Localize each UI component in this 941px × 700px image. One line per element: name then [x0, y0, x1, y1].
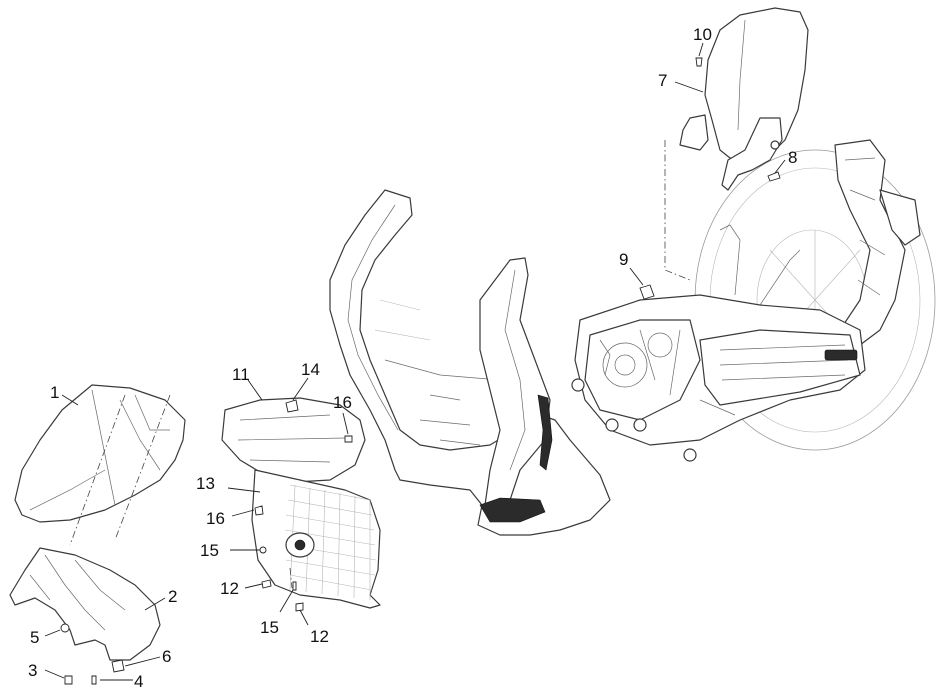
callout-12b: 12 — [310, 627, 329, 646]
callout-10: 10 — [693, 25, 712, 44]
callout-16a: 16 — [333, 393, 352, 412]
callout-11: 11 — [232, 365, 250, 384]
callout-15a: 15 — [200, 541, 219, 560]
callout-4: 4 — [134, 672, 143, 691]
hardware-items — [60, 57, 781, 685]
callout-12a: 12 — [220, 579, 239, 598]
front-fender-part-1 — [14, 384, 186, 523]
callout-8: 8 — [788, 148, 797, 167]
callout-1: 1 — [50, 383, 59, 402]
callout-13: 13 — [196, 474, 215, 493]
inner-mudguard-part-2 — [9, 547, 161, 661]
callout-labels: 1 2 3 4 5 6 7 8 9 10 11 12 12 13 14 15 1… — [28, 25, 797, 691]
callout-2: 2 — [168, 587, 177, 606]
callout-3: 3 — [28, 661, 37, 680]
callout-15b: 15 — [260, 618, 279, 637]
rear-mudguard-part-7 — [679, 7, 809, 191]
callout-16b: 16 — [206, 509, 225, 528]
callout-5: 5 — [30, 628, 39, 647]
front-shield-panel — [329, 189, 611, 536]
callout-6: 6 — [162, 647, 171, 666]
alignment-lines — [69, 140, 691, 589]
grille-housing-part-11 — [221, 397, 381, 609]
callout-14: 14 — [301, 360, 320, 379]
callout-9: 9 — [619, 250, 628, 269]
rear-engine-assembly — [571, 139, 936, 462]
callout-7: 7 — [658, 71, 667, 90]
leader-lines — [44, 42, 786, 681]
